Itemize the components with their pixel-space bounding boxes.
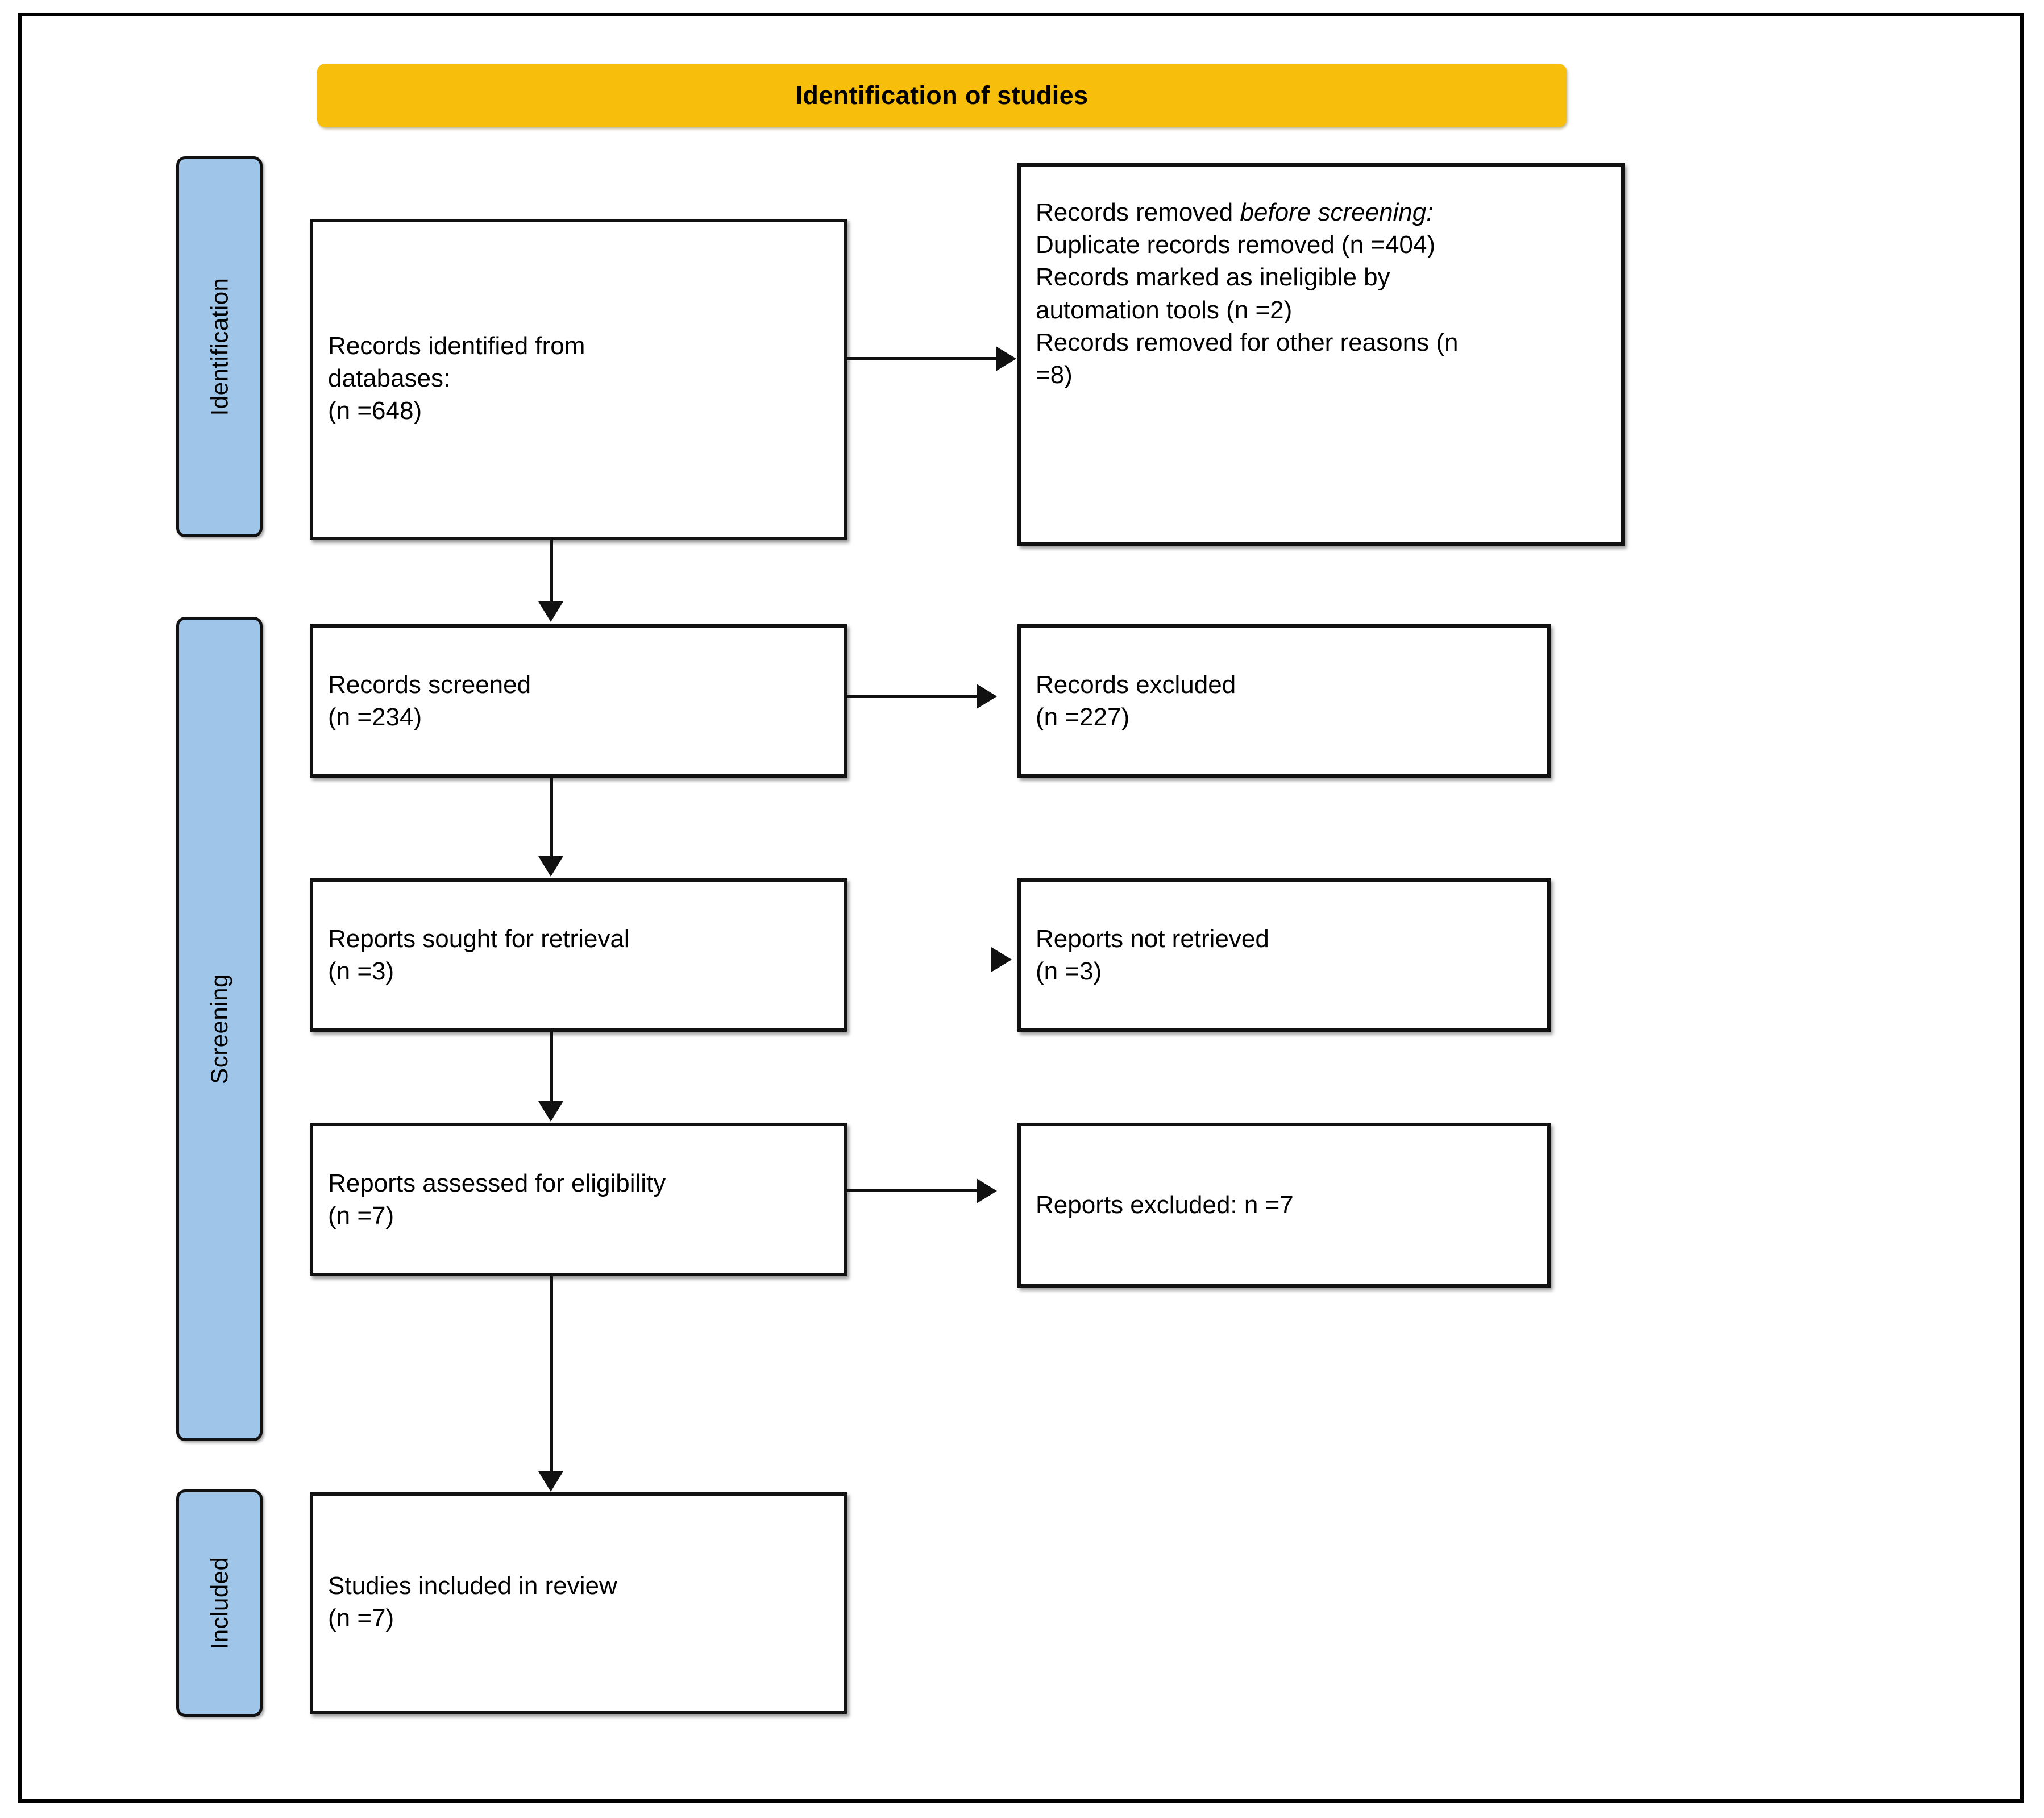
connector-assessed-to-included (550, 1276, 553, 1472)
arrow-down-icon (538, 601, 563, 622)
stage-label-screening-text: Screening (206, 974, 232, 1084)
box-studies-included-text: Studies included in review (n =7) (328, 1571, 617, 1632)
connector-sought-to-assessed (550, 1032, 553, 1102)
identification-of-studies-banner: Identification of studies (317, 64, 1567, 127)
box-reports-excluded-text: Reports excluded: n =7 (1036, 1191, 1294, 1219)
connector-screened-to-excluded (847, 695, 979, 698)
box-records-removed-heading: Records removed (1036, 198, 1240, 226)
box-records-removed-text: Records removed before screening: Duplic… (1036, 196, 1458, 391)
stage-label-identification-text: Identification (206, 277, 233, 416)
box-records-screened: Records screened (n =234) (310, 624, 847, 778)
box-reports-assessed-text: Reports assessed for eligibility (n =7) (328, 1169, 666, 1230)
arrow-down-icon (538, 856, 563, 877)
stage-label-identification: Identification (176, 156, 263, 537)
connector-identified-to-removed (847, 357, 1002, 360)
box-records-identified-text: Records identified from databases: (n =6… (328, 331, 585, 425)
box-reports-not-retrieved-text: Reports not retrieved (n =3) (1036, 924, 1269, 985)
arrow-right-icon (996, 346, 1016, 371)
connector-identified-to-screened (550, 540, 553, 603)
box-reports-assessed-for-eligibility: Reports assessed for eligibility (n =7) (310, 1123, 847, 1276)
stage-label-screening: Screening (176, 617, 263, 1441)
box-studies-included-in-review: Studies included in review (n =7) (310, 1492, 847, 1714)
box-records-excluded: Records excluded (n =227) (1017, 624, 1551, 778)
box-records-removed-heading-italic: before screening: (1240, 198, 1434, 226)
box-records-removed-before-screening: Records removed before screening: Duplic… (1017, 163, 1625, 546)
arrow-right-icon (991, 947, 1012, 972)
arrow-down-icon (538, 1471, 563, 1492)
banner-title: Identification of studies (795, 81, 1089, 110)
box-reports-sought-text: Reports sought for retrieval (n =3) (328, 924, 630, 985)
connector-assessed-to-reports-excluded (847, 1189, 979, 1192)
arrow-down-icon (538, 1101, 563, 1122)
box-reports-not-retrieved: Reports not retrieved (n =3) (1017, 878, 1551, 1032)
stage-label-included: Included (176, 1489, 263, 1717)
arrow-right-icon (977, 684, 997, 709)
box-reports-excluded: Reports excluded: n =7 (1017, 1123, 1551, 1288)
box-reports-sought-for-retrieval: Reports sought for retrieval (n =3) (310, 878, 847, 1032)
connector-screened-to-sought (550, 778, 553, 857)
arrow-right-icon (977, 1178, 997, 1203)
stage-label-included-text: Included (206, 1556, 233, 1650)
box-records-screened-text: Records screened (n =234) (328, 670, 531, 731)
box-records-removed-lines: Duplicate records removed (n =404) Recor… (1036, 231, 1459, 389)
box-records-excluded-text: Records excluded (n =227) (1036, 670, 1236, 731)
box-records-identified: Records identified from databases: (n =6… (310, 219, 847, 540)
